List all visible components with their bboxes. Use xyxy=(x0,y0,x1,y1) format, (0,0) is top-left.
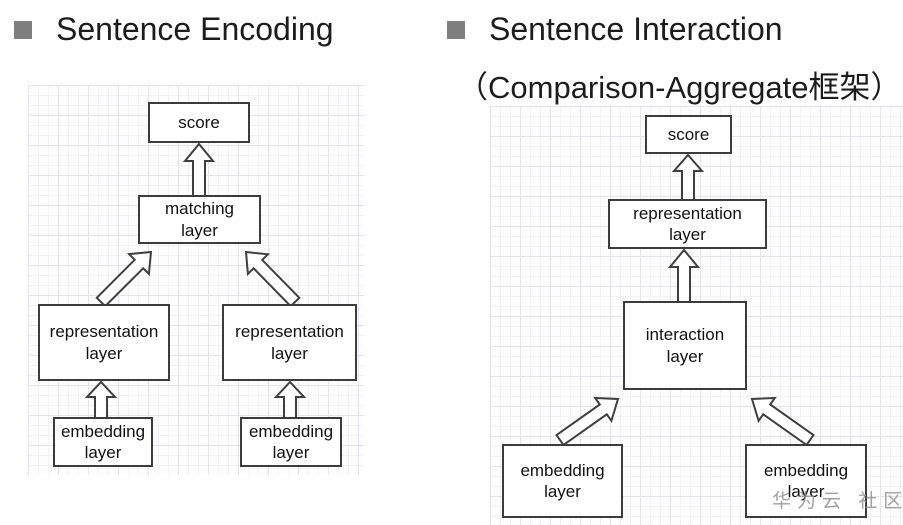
node-embedding-layer-right: embedding layer xyxy=(240,417,342,467)
node-representation-layer-right: representation layer xyxy=(222,304,357,381)
node-label: matching layer xyxy=(165,199,234,240)
node-matching-layer: matching layer xyxy=(138,195,261,244)
node-representation-layer: representation layer xyxy=(608,199,767,249)
right-section-title: Sentence Interaction xyxy=(447,11,783,48)
arrow-embedding-right-to-representation-right xyxy=(273,380,307,419)
node-embedding-layer-right-right-diagram: embedding layer xyxy=(745,444,867,518)
arrow-embedding-left-to-representation-left xyxy=(84,380,118,419)
node-label: representation layer xyxy=(235,322,344,363)
node-label: interaction layer xyxy=(645,325,725,366)
node-embedding-layer-left: embedding layer xyxy=(53,417,153,467)
arrow-embedding-left-to-interaction xyxy=(555,396,620,447)
watermark-text: 华为云 社区 xyxy=(772,491,903,512)
node-label: representation layer xyxy=(633,203,742,244)
node-label: embedding layer xyxy=(248,421,334,462)
arrow-embedding-right-to-interaction xyxy=(750,396,815,447)
bullet-square-icon xyxy=(14,20,32,39)
right-title-subtitle: （Comparison-Aggregate框架） xyxy=(457,70,902,105)
node-score-right-diagram: score xyxy=(645,115,732,154)
arrow-matching-to-score xyxy=(182,142,216,197)
node-label: embedding layer xyxy=(763,460,849,501)
node-score-left-diagram: score xyxy=(148,102,250,143)
arrow-representation-to-score xyxy=(671,153,705,201)
bullet-square-icon xyxy=(447,20,465,39)
arrow-representation-left-to-matching xyxy=(95,250,153,308)
arrow-representation-right-to-matching xyxy=(244,250,301,308)
node-label: score xyxy=(667,124,710,144)
node-label: embedding layer xyxy=(60,421,146,462)
arrow-interaction-to-representation xyxy=(667,248,701,303)
node-label: representation layer xyxy=(49,322,159,363)
node-embedding-layer-left-right-diagram: embedding layer xyxy=(502,444,623,518)
node-label: score xyxy=(178,112,220,132)
node-label: embedding layer xyxy=(520,460,605,501)
left-title-text: Sentence Encoding xyxy=(56,11,334,47)
node-interaction-layer: interaction layer xyxy=(623,301,747,390)
left-section-title: Sentence Encoding xyxy=(14,11,334,48)
right-title-text: Sentence Interaction xyxy=(489,11,783,47)
node-representation-layer-left: representation layer xyxy=(38,304,170,381)
